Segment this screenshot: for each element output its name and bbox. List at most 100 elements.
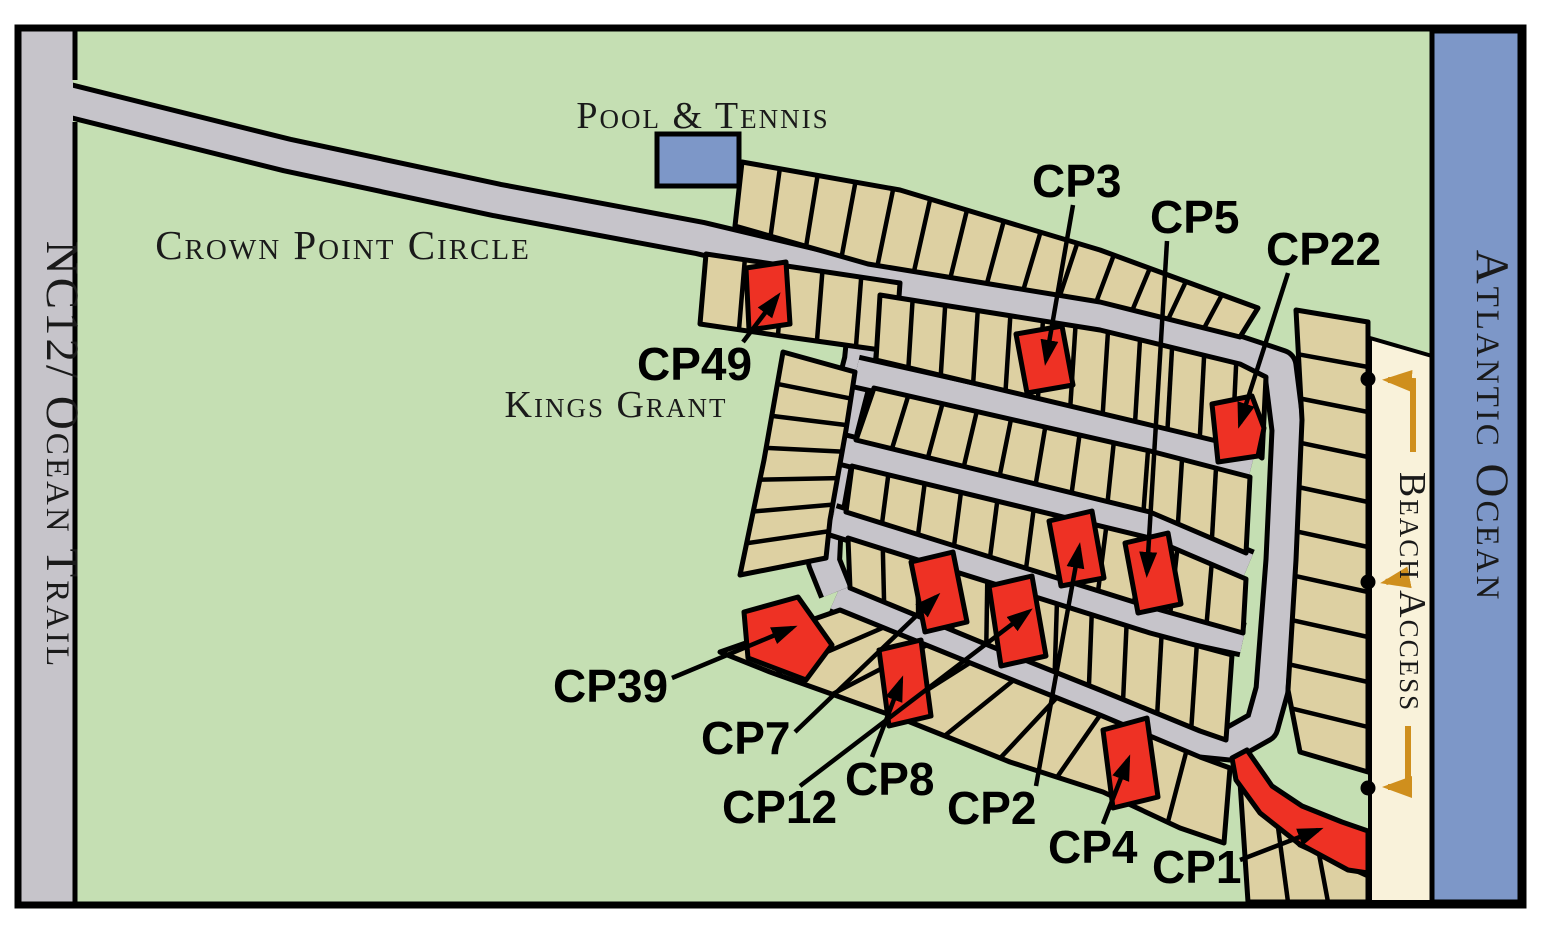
arrow-CP22 <box>1237 272 1291 429</box>
row-north-lot-line <box>911 198 933 273</box>
kings-grant-column-lot-line <box>753 502 833 514</box>
row-b-lot-line <box>1100 331 1111 414</box>
highlight-lots-layer <box>741 259 1371 876</box>
beach-access-layer <box>1360 369 1416 798</box>
label-CP2: CP2 <box>947 782 1036 834</box>
lot-CP49 <box>743 259 793 333</box>
nc12-ocean-trail-label: NC12/ Ocean Trail <box>36 241 88 669</box>
label-CP1: CP1 <box>1152 841 1241 893</box>
row-north-lot-line <box>1094 254 1116 303</box>
row-b-lot-line <box>1165 347 1175 430</box>
crown-point-circle-road <box>54 84 1302 758</box>
pool-layer <box>654 131 742 189</box>
beach-column-lot-line <box>1296 529 1369 550</box>
label-CP22: CP22 <box>1266 223 1381 275</box>
lot-CP22 <box>1209 393 1267 465</box>
cp49-block-lot-line <box>853 277 864 347</box>
label-CP5: CP5 <box>1150 191 1239 243</box>
row-b-lot-line <box>1197 355 1207 438</box>
beach-access-label: Beach Access <box>1391 472 1433 712</box>
beach-column-lot-line <box>1298 485 1369 505</box>
row-c-lot-line <box>889 395 911 450</box>
row-north-lot-line <box>948 209 970 279</box>
arrow-CP7 <box>793 592 941 734</box>
row-north-lot-line <box>1021 231 1043 291</box>
row-c-lot-line <box>1033 426 1048 485</box>
row-b-lot-line <box>906 300 915 368</box>
row-d-lot-line <box>1023 509 1036 569</box>
bottom-right-block-lot-line <box>1316 853 1331 903</box>
bottom-right-block-lot-line <box>1274 820 1291 903</box>
beach-column <box>1285 307 1371 775</box>
beach-access-arrow-2 <box>1380 566 1412 589</box>
row-c-lot-line <box>961 410 979 467</box>
label-CP39: CP39 <box>553 660 668 712</box>
row-north-lot-line <box>768 168 783 237</box>
row-e-lot-line <box>984 581 990 645</box>
kings-grant-column-lot-line <box>771 413 848 428</box>
beach-column-lot-line <box>1294 573 1369 595</box>
label-CP8: CP8 <box>845 753 934 805</box>
row-d-lot-line <box>879 474 891 524</box>
label-CP12: CP12 <box>722 781 837 833</box>
arrow-CP5 <box>1139 240 1170 578</box>
beach-column-lot-line <box>1300 396 1369 415</box>
lot-CP1 <box>1229 747 1371 876</box>
row-b-lot-line <box>1132 339 1143 422</box>
label-CP7: CP7 <box>701 712 790 764</box>
labels-layer: CP49CP3CP5CP22CP2CP7CP12CP8CP4CP39CP1Poo… <box>36 95 1518 893</box>
row-f-lot-line <box>943 678 1015 738</box>
row-c-lot-line <box>925 403 945 459</box>
row-b-lot-line <box>970 310 980 384</box>
row-f-lot-line <box>1055 713 1102 779</box>
label-CP4: CP4 <box>1048 821 1138 873</box>
map-border <box>14 24 1527 909</box>
row-e-lot-line <box>1086 614 1094 686</box>
beach-column-lot-line <box>1298 352 1369 370</box>
row-e-lot-line <box>880 548 887 603</box>
row-c-lot-line <box>1069 434 1082 494</box>
lot-CP2 <box>1046 508 1107 589</box>
crown-point-circle-label: Crown Point Circle <box>155 222 531 268</box>
arrow-CP39 <box>671 625 798 681</box>
callout-arrows-layer <box>671 204 1324 863</box>
atlantic-ocean-label: Atlantic Ocean <box>1466 250 1518 603</box>
row-c-lot-line <box>1175 459 1185 525</box>
row-b-lot-line <box>1068 325 1078 407</box>
beach-access-arrow-3 <box>1382 726 1412 798</box>
arrow-CP1 <box>1239 827 1324 863</box>
beach-column-lot-line <box>1300 440 1369 460</box>
arrow-CP4 <box>1100 754 1131 825</box>
arrow-CP49 <box>741 292 781 344</box>
kings-grant-column-lot-line <box>746 529 830 546</box>
arrow-CP2 <box>1033 542 1085 787</box>
row-north-lot-line <box>984 220 1006 285</box>
beach-access-dot-3 <box>1360 780 1376 796</box>
row-e-lot-line <box>1052 603 1060 672</box>
kings-grant-column-lot-line <box>766 445 843 454</box>
row-north-lot-line <box>803 175 820 247</box>
row-north-lot-line <box>1130 267 1152 311</box>
row-d-lot-line <box>915 483 927 535</box>
row-north-lot-line <box>1202 293 1224 330</box>
row-e-lot-line <box>1189 645 1199 728</box>
row-f-lot-line <box>1165 750 1189 823</box>
beach-access-dot-1 <box>1360 371 1376 387</box>
kings-grant-column-lot-line <box>776 381 852 401</box>
row-c-lot-line <box>1141 450 1151 511</box>
label-CP3: CP3 <box>1032 155 1121 207</box>
beach-access-dot-2 <box>1360 574 1376 590</box>
row-c-lot-line <box>997 418 1014 476</box>
kings-grant-label: Kings Grant <box>505 384 728 426</box>
row-north-lot-line <box>1057 242 1080 297</box>
row-d-lot-line <box>987 500 1000 558</box>
row-b-lot-line <box>938 305 948 376</box>
beach-column-lot-line <box>1291 617 1369 640</box>
row-north-lot-line <box>875 188 896 267</box>
arrow-CP8 <box>869 675 904 758</box>
row-d-lot-line <box>1204 564 1214 624</box>
cp49-block-lot-line <box>814 271 825 342</box>
beach-column-lot-line <box>1289 662 1369 685</box>
row-c-lot-line <box>1105 442 1116 502</box>
